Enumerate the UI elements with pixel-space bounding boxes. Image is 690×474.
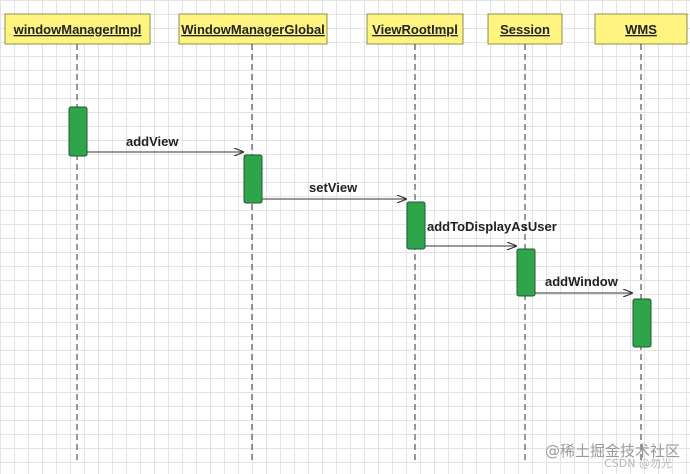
activation-windowmanagerimpl (68, 106, 88, 157)
message-label: addToDisplayAsUser (427, 219, 557, 234)
message-addtodisplayasuser: addToDisplayAsUser (425, 219, 557, 246)
participant-wms: WMS (594, 13, 688, 45)
watermark-csdn: CSDN @勿光 (604, 457, 672, 470)
participant-session: Session (487, 13, 563, 45)
activation-wms (632, 298, 652, 348)
participant-label: ViewRootImpl (372, 22, 458, 37)
participant-label: windowManagerImpl (13, 22, 142, 37)
message-addview: addView (87, 134, 243, 152)
participant-box (178, 13, 328, 45)
participant-box (487, 13, 563, 45)
message-label: setView (309, 180, 358, 195)
message-addwindow: addWindow (535, 274, 632, 293)
participant-windowmanagerglobal: WindowManagerGlobal (178, 13, 328, 45)
participant-label: WindowManagerGlobal (181, 22, 325, 37)
activation-viewrootimpl (406, 201, 426, 250)
message-label: addView (126, 134, 179, 149)
message-label: addWindow (545, 274, 619, 289)
participant-label: Session (500, 22, 550, 37)
participant-viewrootimpl: ViewRootImpl (366, 13, 464, 45)
participant-label: WMS (625, 22, 657, 37)
watermark-juejin: @稀土掘金技术社区 (544, 442, 680, 460)
participant-windowmanagerimpl: windowManagerImpl (4, 13, 151, 45)
message-setview: setView (262, 180, 406, 199)
activation-windowmanagerglobal (243, 154, 263, 204)
activation-session (516, 248, 536, 297)
participant-box (4, 13, 151, 45)
